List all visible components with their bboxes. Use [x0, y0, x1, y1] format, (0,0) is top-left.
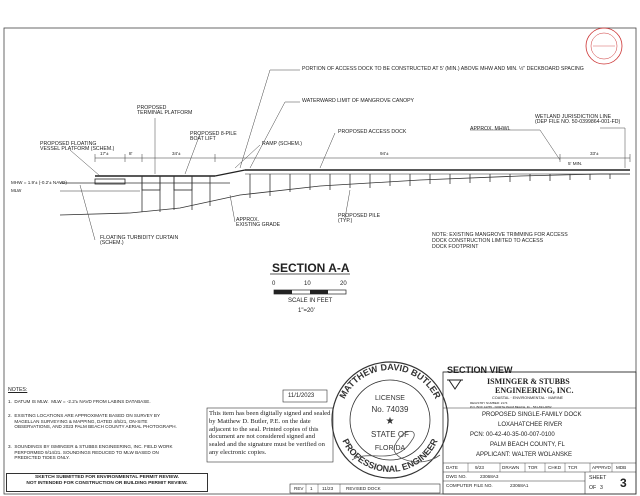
- date-value: 9/23: [475, 465, 484, 470]
- callout-approx-grade: APPROX. EXISTING GRADE: [236, 217, 281, 229]
- dimension-5: 33'±: [590, 151, 599, 156]
- existing-grade-line: [59, 173, 630, 216]
- sheet-number: 3: [620, 476, 627, 490]
- label-five-min: 5' MIN.: [568, 161, 583, 166]
- project-line-1: PROPOSED SINGLE-FAMILY DOCK: [482, 412, 582, 418]
- rev-description: REVISED DOCK: [346, 486, 381, 491]
- of-value: 3: [600, 485, 603, 491]
- callout-access-dock: PROPOSED ACCESS DOCK: [338, 129, 407, 135]
- note-3: 3. SOUNDINGS BY ISMINGER & STUBBS ENGINE…: [8, 444, 173, 461]
- scale-bar-fill-2: [310, 290, 328, 294]
- permit-warning-box: SKETCH SUBMITTED FOR ENVIRONMENTAL PERMI…: [6, 473, 208, 492]
- scale-label: SCALE IN FEET: [288, 298, 333, 304]
- note-mangrove-trimming: NOTE: EXISTING MANGROVE TRIMMING FOR ACC…: [432, 232, 568, 251]
- callout-wetland-line: WETLAND JURISDICTION LINE (DEP FILE NO. …: [535, 114, 621, 126]
- firm-logo: [448, 379, 462, 390]
- project-line-2: LOXAHATCHEE RIVER: [498, 422, 563, 428]
- callout-waterward-limit: WATERWARD LIMIT OF MANGROVE CANOPY: [302, 98, 415, 104]
- project-line-4: PALM BEACH COUNTY, FL: [490, 442, 565, 448]
- firm-address: REGISTRY NUMBER: 2174 P.O. BOX 14765 · N…: [470, 401, 552, 409]
- note-2: 2. EXISTING LOCATIONS ARE APPROXIMATE BA…: [8, 413, 177, 430]
- apprvd-label: APPRVD: [592, 465, 611, 470]
- callout-terminal-platform: PROPOSED TERMINAL PLATFORM: [137, 105, 193, 117]
- label-mhw: MHW = 1.9'± (-0.2'± NAVD): [11, 180, 67, 185]
- callout-turbidity-curtain: FLOATING TURBIDITY CURTAIN (SCHEM.): [100, 235, 179, 247]
- dimension-1: 17'±: [100, 151, 109, 156]
- tcr-value: TCR: [568, 465, 578, 470]
- leader-lines: [69, 69, 626, 241]
- callout-proposed-pile: PROPOSED PILE (TYP.): [338, 213, 381, 225]
- scale-ratio: 1"=20': [298, 308, 315, 314]
- chkd-label: CHKD: [548, 465, 562, 470]
- of-label: OF: [589, 485, 597, 491]
- callout-floating-platform: PROPOSED FLOATING VESSEL PLATFORM (SCHEM…: [40, 141, 115, 153]
- title-block-frame: [442, 371, 637, 495]
- signature-scribble: [351, 430, 441, 463]
- rev-date: 11/23: [322, 486, 334, 491]
- digital-signature-disclaimer: This item has been digitally signed and …: [209, 410, 331, 456]
- view-name: SECTION VIEW: [447, 365, 513, 375]
- project-line-3: PCN: 00-42-40-35-00-007-0100: [470, 432, 555, 438]
- piles: [141, 174, 611, 212]
- computer-file-number: 23068A1: [510, 483, 529, 488]
- callout-approx-mhwl: APPROX. MHWL: [470, 126, 511, 132]
- seal-star-icon: ★: [386, 416, 395, 427]
- mdb-value: MDB: [616, 465, 627, 470]
- note-1: 1. DATUM IS MLW. MLW = -2.2'± NAVD FROM …: [8, 399, 151, 404]
- dimension-3: 34'±: [172, 151, 181, 156]
- firm-name-line1: ISMINGER & STUBBS: [487, 377, 570, 386]
- sheet-border: [3, 27, 637, 495]
- dimension-2: 8': [129, 151, 133, 156]
- scale-bar-fill-1: [274, 290, 292, 294]
- project-line-5: APPLICANT: WALTER WOLANSKE: [476, 452, 573, 458]
- seal-date: 11/1/2023: [288, 393, 315, 399]
- scale-tick-20: 20: [340, 281, 347, 287]
- pe-seal: MATTHEW DAVID BUTLER PROFESSIONAL ENGINE…: [331, 361, 449, 479]
- scale-tick-10: 10: [304, 281, 311, 287]
- floating-platform: [94, 178, 126, 185]
- scale-tick-0: 0: [272, 281, 276, 287]
- seal-florida: FLORIDA: [375, 445, 406, 452]
- dimension-4: 94'±: [380, 151, 389, 156]
- stamp-badge: [585, 27, 623, 65]
- firm-tagline: COASTAL · ENVIRONMENTAL · MARINE: [492, 396, 564, 400]
- computer-file-label: COMPUTER FILE NO.: [446, 483, 493, 488]
- callout-ramp: RAMP (SCHEM.): [262, 141, 302, 147]
- seal-date-box: [282, 389, 328, 403]
- dwg-number: 23068A3: [480, 474, 499, 479]
- seal-state-of: STATE OF: [371, 430, 409, 439]
- notes-heading: NOTES:: [8, 387, 28, 393]
- disclaimer-box: [206, 407, 334, 463]
- label-mlw: MLW: [11, 188, 22, 193]
- sheet-label: SHEET: [589, 475, 607, 481]
- seal-license-word: LICENSE: [375, 395, 405, 402]
- section-title: SECTION A-A: [272, 261, 350, 275]
- rev-number: 1: [310, 486, 313, 491]
- ramp: [214, 169, 246, 177]
- dwg-label: DWG NO.: [446, 474, 467, 479]
- drawn-label: DRAWN: [502, 465, 520, 470]
- seal-license-no: No. 74039: [372, 405, 409, 414]
- callout-boat-lift: PROPOSED 8-PILE BOAT LIFT: [190, 131, 237, 143]
- rev-label: REV: [294, 486, 304, 491]
- revision-row: [289, 483, 441, 494]
- callout-portion-access-dock: PORTION OF ACCESS DOCK TO BE CONSTRUCTED…: [302, 66, 584, 72]
- drawn-value: TOR: [528, 465, 538, 470]
- date-label: DATE: [446, 465, 458, 470]
- firm-name-line2: ENGINEERING, INC.: [495, 386, 574, 395]
